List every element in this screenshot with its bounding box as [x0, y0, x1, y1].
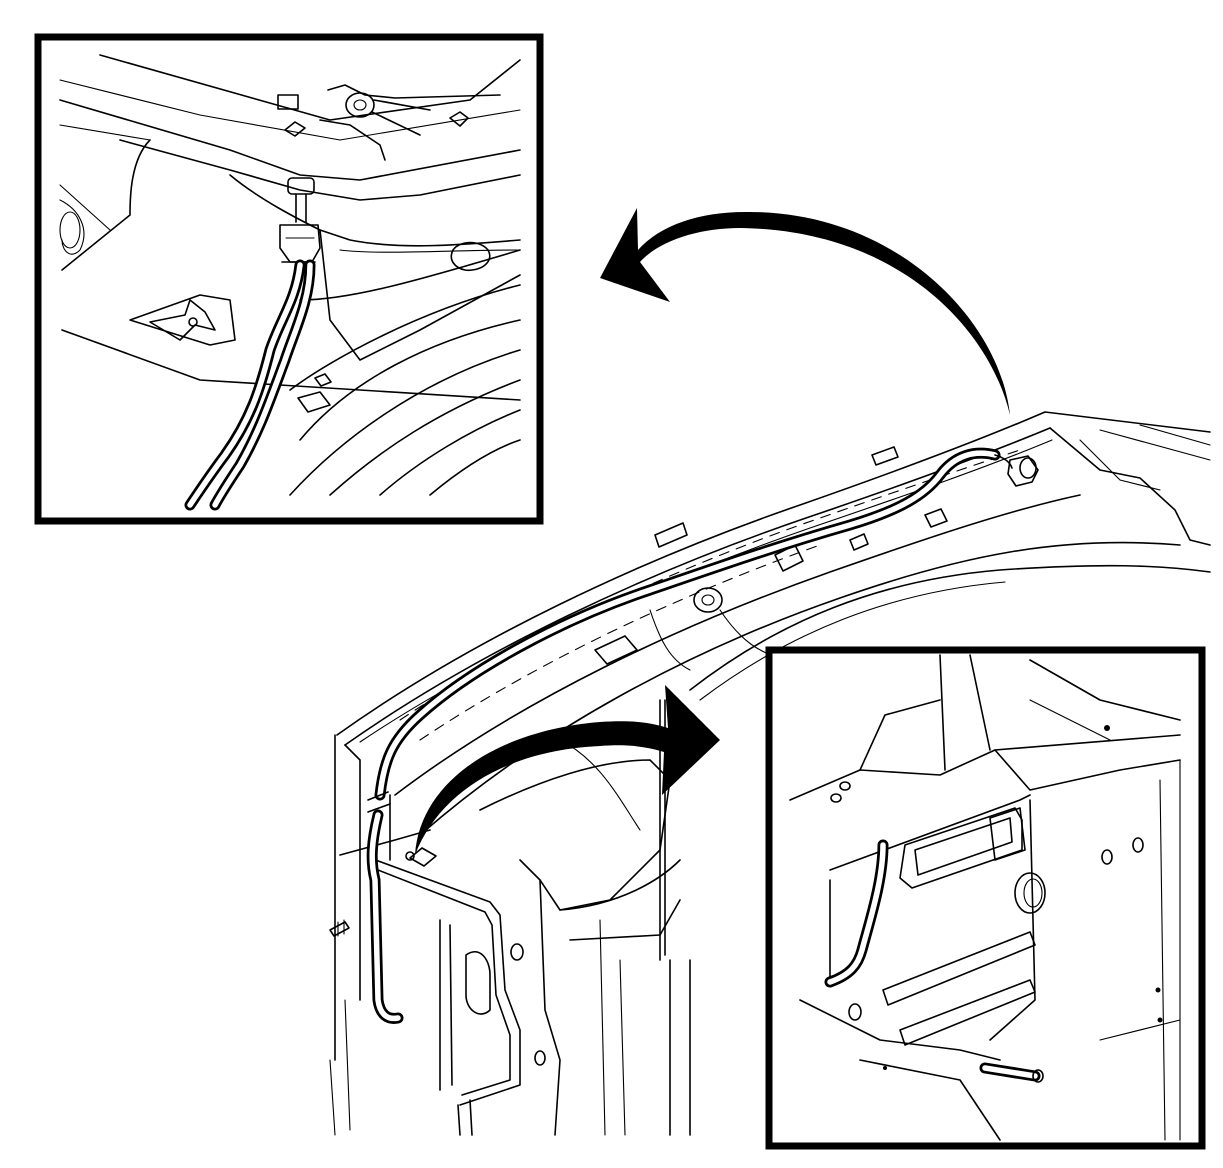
main-view — [329, 208, 1211, 1136]
washer-hose-main — [366, 447, 1039, 1024]
upper-detail-inset — [34, 33, 544, 525]
lower-detail-inset — [765, 646, 1206, 1150]
arrow-to-lower-detail-icon — [415, 685, 720, 855]
arrow-to-upper-detail-icon — [600, 208, 1010, 415]
pillar — [329, 699, 691, 1136]
